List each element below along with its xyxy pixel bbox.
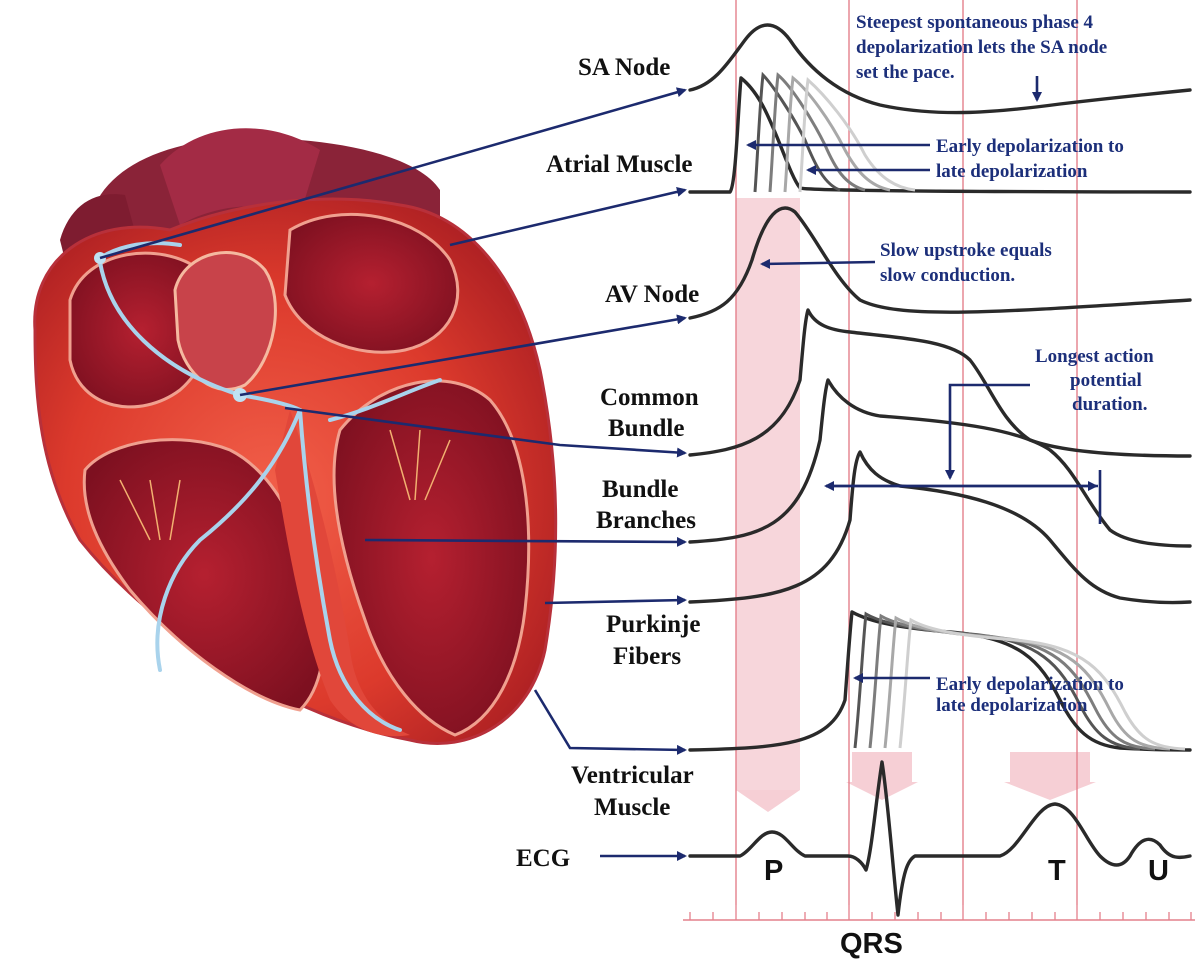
ecg-label-u: U (1148, 855, 1169, 887)
label-bundle-branches-1: Bundle (602, 476, 678, 503)
label-av-node: AV Node (605, 281, 699, 308)
atrial-note-line-2: late depolarization (936, 161, 1088, 182)
sa-note-line-1: Steepest spontaneous phase 4 (856, 12, 1094, 33)
sa-note-line-3: set the pace. (856, 62, 955, 83)
atrial-trace-2 (755, 75, 840, 192)
timing-highlights (736, 198, 1096, 812)
ecg-label-p: P (764, 855, 783, 887)
label-ventricular-1: Ventricular (571, 762, 694, 789)
ecg-label-qrs: QRS (840, 928, 903, 960)
time-axis (683, 905, 1195, 920)
ecg-wave-labels: P QRS T U (764, 855, 1169, 960)
longest-line-1: Longest action (1035, 346, 1154, 367)
label-atrial-muscle: Atrial Muscle (546, 151, 692, 178)
ecg-label-t: T (1048, 855, 1066, 887)
av-note-line-2: slow conduction. (880, 265, 1015, 286)
label-common-bundle-2: Bundle (608, 415, 684, 442)
label-bundle-branches-2: Branches (596, 507, 696, 534)
annotation-texts: Steepest spontaneous phase 4 depolarizat… (856, 12, 1154, 716)
label-purkinje-1: Purkinje (606, 611, 700, 638)
longest-line-3: duration. (1072, 394, 1148, 415)
label-purkinje-2: Fibers (613, 643, 681, 670)
purkinje-note-line-1: Early depolarization to (936, 674, 1124, 695)
atrial-trace-3 (770, 75, 865, 192)
heart-illustration (35, 128, 556, 743)
label-ventricular-2: Muscle (594, 794, 670, 821)
av-note-line-1: Slow upstroke equals (880, 240, 1052, 261)
label-ecg: ECG (516, 845, 570, 872)
longest-line-2: potential (1070, 370, 1142, 391)
label-sa-node: SA Node (578, 54, 670, 81)
atrial-note-line-1: Early depolarization to (936, 136, 1124, 157)
label-common-bundle-1: Common (600, 384, 699, 411)
purkinje-note-line-2: late depolarization (936, 695, 1088, 716)
sa-note-line-2: depolarization lets the SA node (856, 37, 1107, 58)
